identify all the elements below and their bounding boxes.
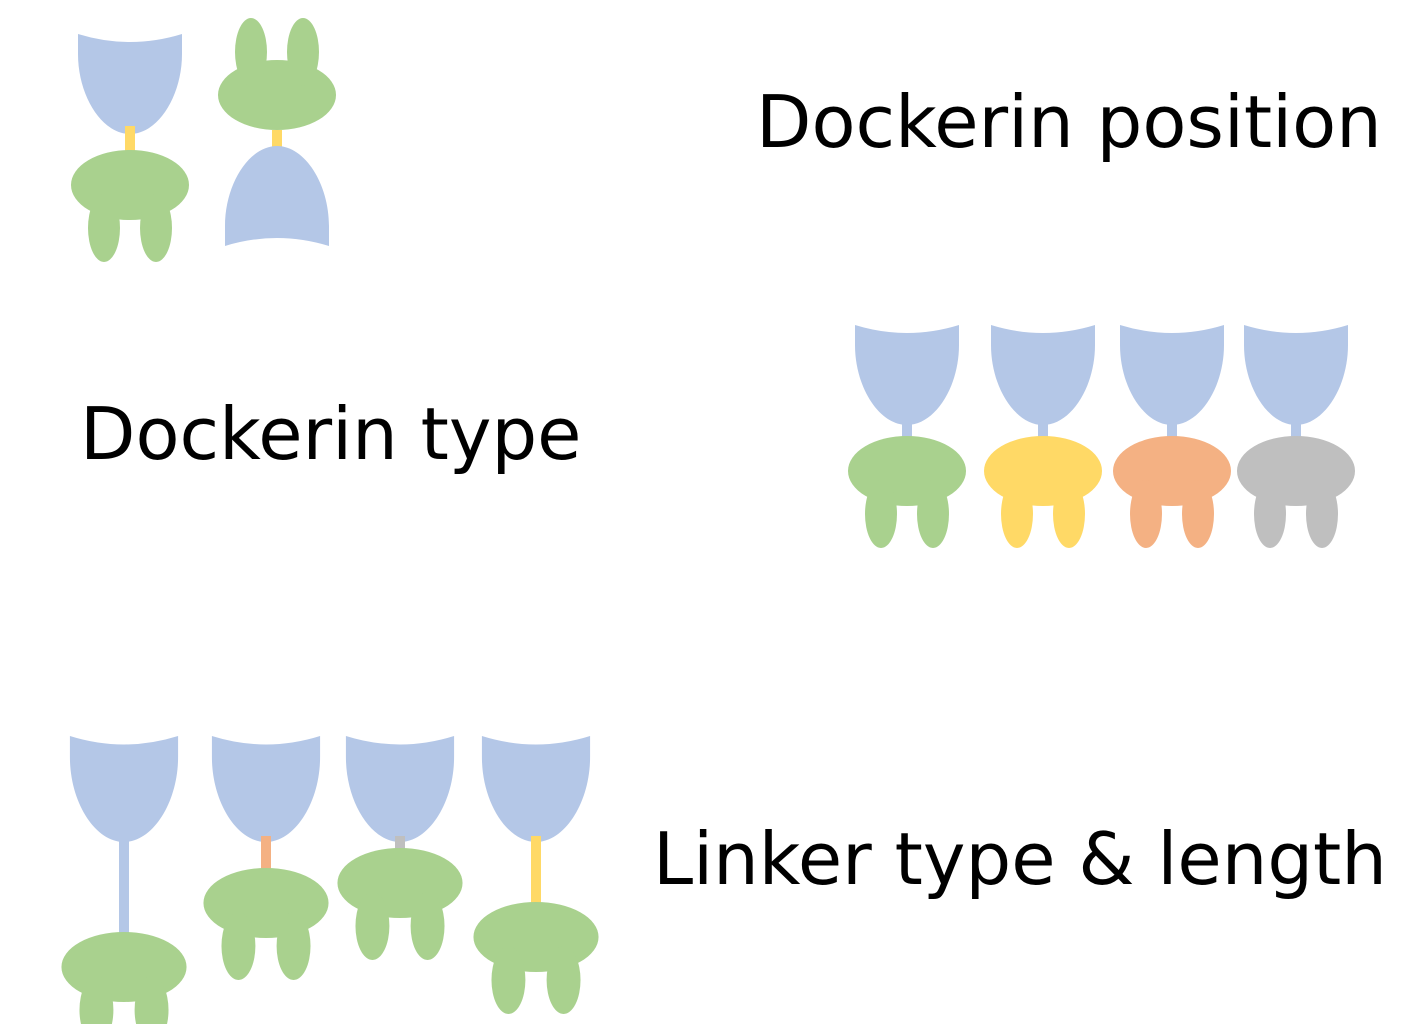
catalytic-module-icon: [78, 34, 182, 134]
dockerin-module-icon: [71, 150, 189, 262]
catalytic-module-icon: [481, 736, 591, 842]
dockerin-module-icon: [218, 18, 336, 130]
dockerin-type-label: Dockerin type: [80, 392, 582, 476]
catalytic-module-icon: [345, 736, 455, 842]
dockerin-module-icon: [984, 436, 1102, 548]
linker-segment: [1291, 420, 1301, 440]
linker-segment: [261, 836, 271, 872]
catalytic-module-icon: [991, 325, 1095, 425]
linker-segment: [272, 130, 282, 158]
catalytic-module-icon: [1120, 325, 1224, 425]
dockerin-module-icon: [61, 932, 187, 1024]
linker-segment: [395, 836, 405, 852]
dockerin-module-icon: [337, 848, 463, 960]
linker-segment: [902, 420, 912, 440]
dockerin-module-icon: [848, 436, 966, 548]
dockerin-module-icon: [1237, 436, 1355, 548]
linker-segment: [125, 126, 135, 152]
catalytic-module-icon: [211, 736, 321, 842]
catalytic-module-icon: [225, 146, 329, 246]
dockerin-module-icon: [1113, 436, 1231, 548]
linker-segment: [1167, 420, 1177, 440]
catalytic-module-icon: [1244, 325, 1348, 425]
dockerin-module-icon: [473, 902, 599, 1014]
linker-segment: [1038, 420, 1048, 440]
linker-type-length-label: Linker type & length: [653, 817, 1387, 901]
dockerin-module-icon: [203, 868, 329, 980]
catalytic-module-icon: [855, 325, 959, 425]
linker-segment: [119, 836, 129, 936]
dockerin-position-label: Dockerin position: [756, 80, 1382, 164]
linker-segment: [531, 836, 541, 906]
catalytic-module-icon: [69, 736, 179, 842]
